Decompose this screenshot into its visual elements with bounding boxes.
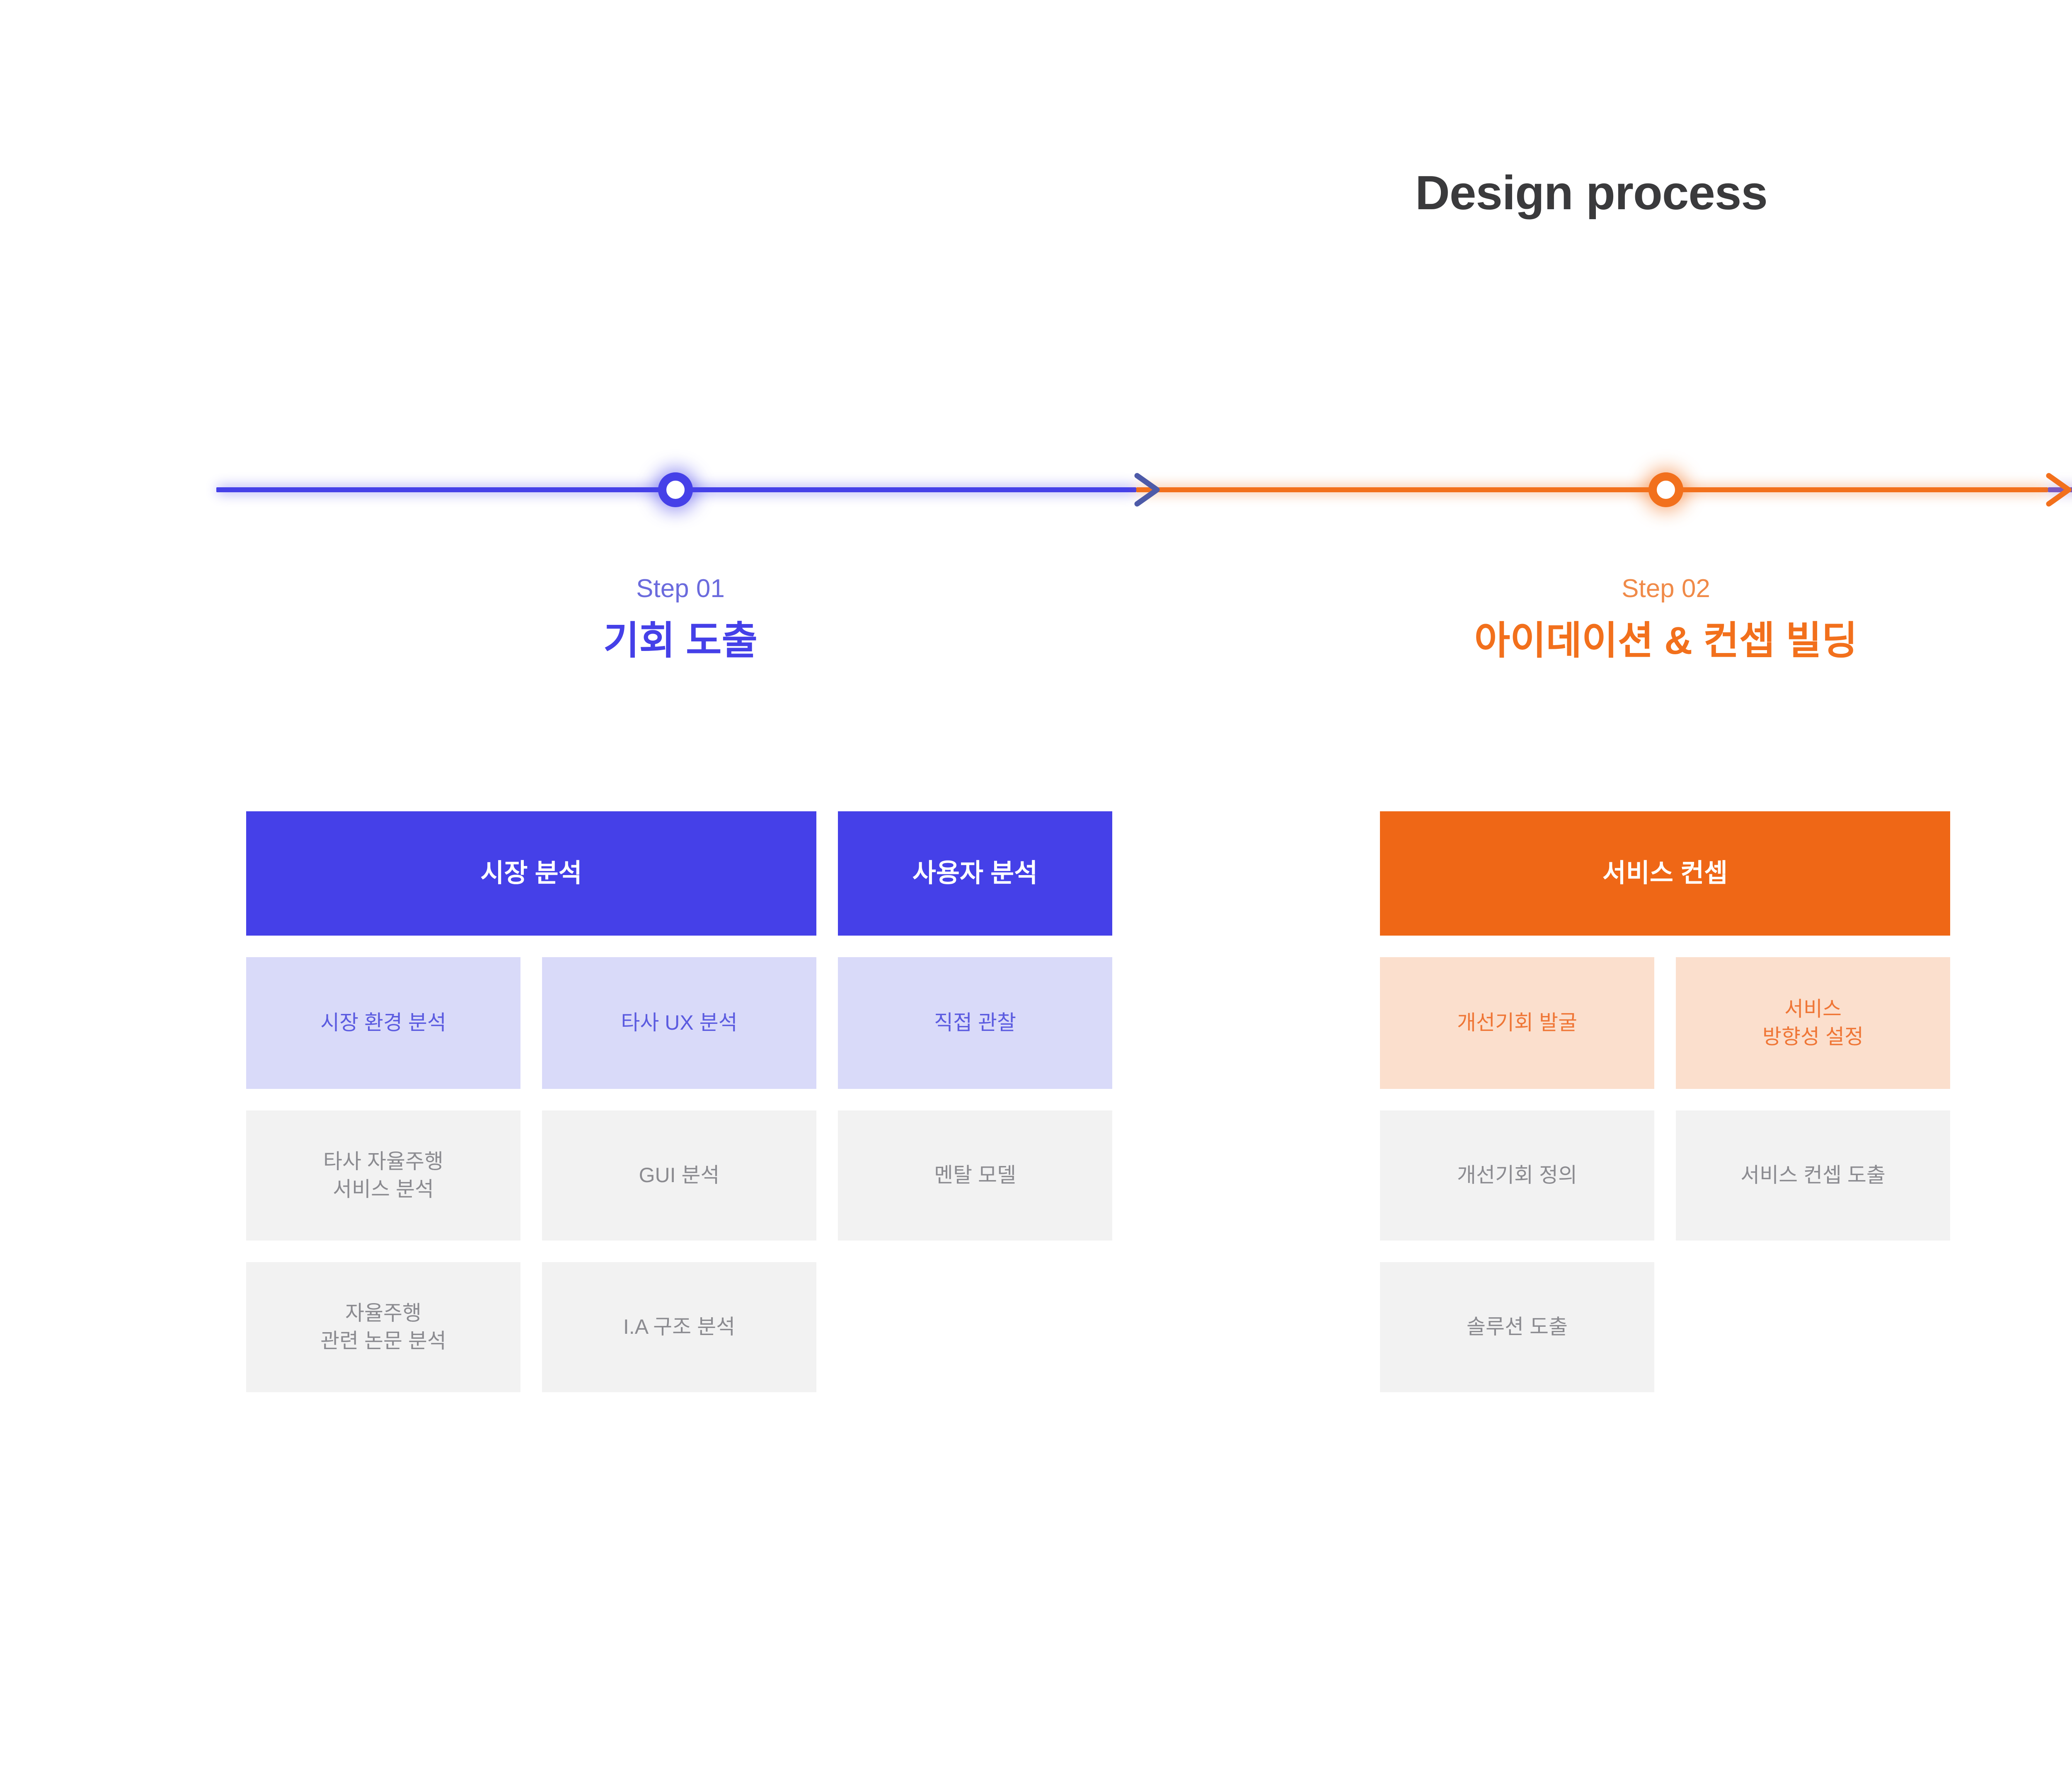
process-timeline [0, 448, 2072, 539]
node-step-01[interactable] [658, 472, 693, 507]
step-label-step-03: Step 03 시각화 [2014, 576, 2072, 663]
step-title: 시각화 [2014, 618, 2072, 663]
column-competitor-ux: 타사 UX 분석 GUI 분석 I.A 구조 분석 [542, 957, 816, 1392]
table-subheader[interactable]: 시장 환경 분석 [246, 957, 520, 1089]
table-cell[interactable]: 개선기회 정의 [1380, 1110, 1654, 1241]
table-subheader[interactable]: 서비스 방향성 설정 [1676, 957, 1950, 1089]
page-title: Design process [1415, 166, 1768, 220]
table-group-header: 시장 분석 [246, 811, 816, 936]
table-group-header: 서비스 컨셉 [1380, 811, 1950, 936]
step-title: 기회 도출 [603, 619, 758, 662]
chevron-right-icon [1131, 472, 1167, 508]
table-cell[interactable]: 타사 자율주행 서비스 분석 [246, 1110, 520, 1241]
table-cell[interactable]: I.A 구조 분석 [542, 1262, 816, 1392]
table-subheader[interactable]: 직접 관찰 [838, 957, 1112, 1089]
chevron-right-icon [2043, 472, 2072, 508]
table-cell[interactable]: 멘탈 모델 [838, 1110, 1112, 1241]
step-number: Step 03 [2014, 576, 2072, 602]
table-cell[interactable]: 솔루션 도출 [1380, 1262, 1654, 1392]
table-cell[interactable]: 서비스 컨셉 도출 [1676, 1110, 1950, 1241]
step-number: Step 02 [1622, 574, 1710, 603]
step-title: 아이데이션 & 컨셉 빌딩 [1474, 619, 1858, 662]
step-number: Step 01 [636, 574, 725, 603]
table-subheader[interactable]: 타사 UX 분석 [542, 957, 816, 1089]
node-step-02[interactable] [1648, 472, 1683, 507]
table-cell[interactable]: 자율주행 관련 논문 분석 [246, 1262, 520, 1392]
table-subheader[interactable]: 개선기회 발굴 [1380, 957, 1654, 1089]
step-label-step-02: Step 02 아이데이션 & 컨셉 빌딩 [1169, 576, 2072, 663]
step-label-step-01: Step 01 기회 도출 [183, 576, 1178, 663]
segment-step2 [1136, 487, 2048, 492]
table-group-header: 사용자 분석 [838, 811, 1112, 936]
table-cell[interactable]: GUI 분석 [542, 1110, 816, 1241]
